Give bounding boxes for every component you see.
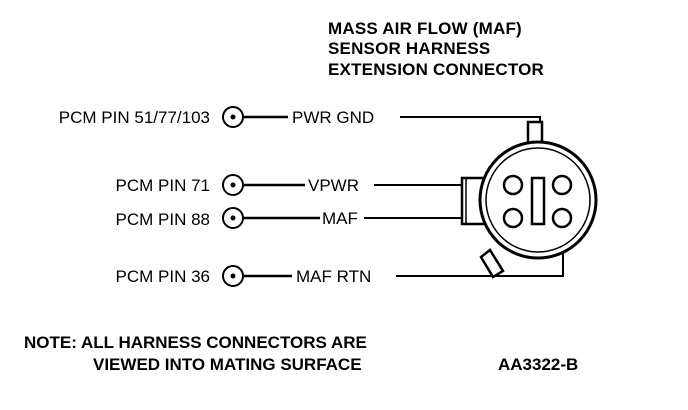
cavity-maf-rtn <box>551 207 573 229</box>
cavity-vpwr <box>502 174 524 196</box>
title-line-3: EXTENSION CONNECTOR <box>328 60 544 79</box>
pcm-pin-label-3: PCM PIN 88 <box>116 210 210 229</box>
terminal-4 <box>222 265 244 287</box>
title-line-2: SENSOR HARNESS <box>328 39 490 58</box>
connector-key-slot <box>530 176 546 226</box>
connector-bottom-key <box>479 248 505 279</box>
note-line-1: NOTE: ALL HARNESS CONNECTORS ARE <box>24 333 367 352</box>
signal-label-vpwr: VPWR <box>308 176 359 195</box>
signal-label-maf-rtn: MAF RTN <box>296 267 371 286</box>
pcm-pin-label-2: PCM PIN 71 <box>116 176 210 195</box>
signal-label-maf: MAF <box>322 209 358 228</box>
cavity-pwr-gnd <box>551 174 573 196</box>
maf-connector <box>460 120 598 279</box>
pcm-pin-label-1: PCM PIN 51/77/103 <box>59 108 210 127</box>
figure-code: AA3322-B <box>498 355 578 374</box>
pcm-pin-label-4: PCM PIN 36 <box>116 267 210 286</box>
terminal-1 <box>222 106 244 128</box>
signal-label-pwr-gnd: PWR GND <box>292 108 374 127</box>
cavity-maf <box>502 207 524 229</box>
terminal-3 <box>222 207 244 229</box>
title-line-1: MASS AIR FLOW (MAF) <box>328 19 522 38</box>
terminal-2 <box>222 174 244 196</box>
note-line-2: VIEWED INTO MATING SURFACE <box>93 355 362 374</box>
